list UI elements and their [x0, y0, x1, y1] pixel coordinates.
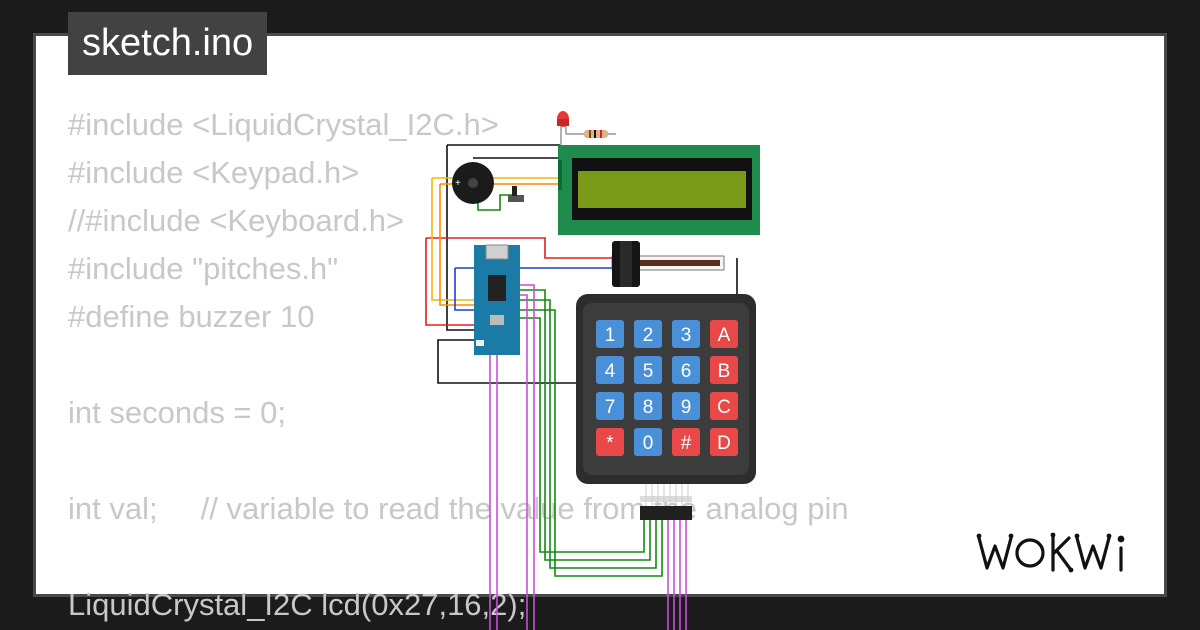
keypad-key-label: 7 — [605, 397, 616, 418]
keypad-key-0[interactable]: 0 — [634, 428, 662, 456]
wires — [425, 144, 738, 630]
keypad-key-label: C — [717, 397, 731, 418]
keypad-key-label: 0 — [643, 433, 654, 454]
keypad-key-3[interactable]: 3 — [672, 320, 700, 348]
keypad-key-7[interactable]: 7 — [596, 392, 624, 420]
keypad-key-8[interactable]: 8 — [634, 392, 662, 420]
keypad-key-label: 4 — [605, 361, 616, 382]
led-component[interactable] — [557, 111, 569, 145]
keypad-key-label: 2 — [643, 325, 654, 346]
code-line: #include "pitches.h" — [68, 251, 339, 286]
arduino-nano-component[interactable] — [474, 244, 520, 355]
keypad-key-4[interactable]: 4 — [596, 356, 624, 384]
preview-card: #include <LiquidCrystal_I2C.h> #include <… — [33, 33, 1167, 622]
svg-text:+: + — [455, 178, 461, 189]
keypad-key-label: A — [718, 325, 731, 346]
keypad-key-star[interactable]: * — [596, 428, 624, 456]
keypad-key-d[interactable]: D — [710, 428, 738, 456]
keypad-key-b[interactable]: B — [710, 356, 738, 384]
code-line: #include <LiquidCrystal_I2C.h> — [68, 107, 499, 142]
keypad-component[interactable]: 1 2 3 A 4 5 6 B 7 8 9 C * 0 # D — [576, 294, 756, 520]
sketch-file-tab[interactable]: sketch.ino — [68, 12, 268, 75]
keypad-key-label: 3 — [681, 325, 692, 346]
keypad-key-1[interactable]: 1 — [596, 320, 624, 348]
keypad-key-label: D — [717, 433, 731, 454]
keypad-key-label: 9 — [681, 397, 692, 418]
keypad-key-2[interactable]: 2 — [634, 320, 662, 348]
code-line: //#include <Keyboard.h> — [68, 203, 405, 238]
code-line: #define buzzer 10 — [68, 299, 315, 334]
keypad-key-label: # — [681, 433, 692, 454]
slide-switch-component[interactable] — [508, 186, 524, 202]
code-line: #include <Keypad.h> — [68, 155, 360, 190]
buzzer-component[interactable]: + — [452, 162, 494, 204]
keypad-key-label: 6 — [681, 361, 692, 382]
keypad-key-6[interactable]: 6 — [672, 356, 700, 384]
keypad-key-label: B — [718, 361, 731, 382]
keypad-key-hash[interactable]: # — [672, 428, 700, 456]
keypad-key-label: 8 — [643, 397, 654, 418]
keypad-key-label: * — [606, 433, 614, 454]
keypad-key-c[interactable]: C — [710, 392, 738, 420]
keypad-key-9[interactable]: 9 — [672, 392, 700, 420]
keypad-key-a[interactable]: A — [710, 320, 738, 348]
potentiometer-component[interactable] — [611, 241, 725, 287]
code-line: LiquidCrystal_I2C lcd(0x27,16,2); — [68, 587, 527, 622]
wokwi-logo — [976, 532, 1125, 573]
keypad-key-5[interactable]: 5 — [634, 356, 662, 384]
resistor-component[interactable] — [566, 130, 616, 138]
code-line: int seconds = 0; — [68, 395, 286, 430]
lcd-display-component[interactable] — [558, 145, 760, 235]
keypad-key-label: 5 — [643, 361, 654, 382]
keypad-key-label: 1 — [605, 325, 616, 346]
